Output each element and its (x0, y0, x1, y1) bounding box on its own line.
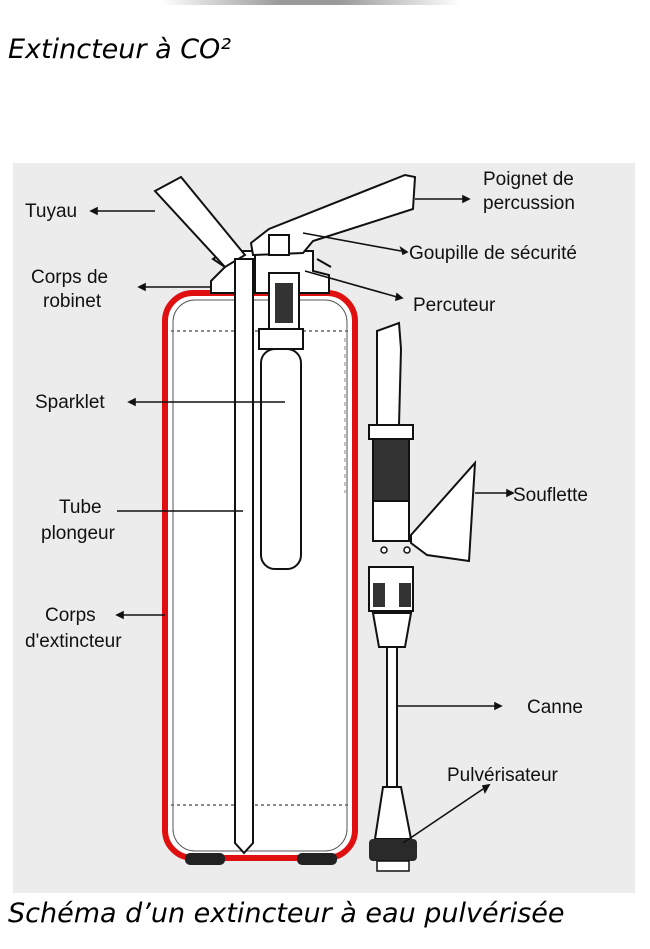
label-soufflette: Souflette (513, 485, 588, 506)
label-pulverisateur: Pulvérisateur (447, 765, 559, 786)
label-poignet-2: percussion (483, 193, 575, 214)
hose (153, 175, 247, 269)
sparklet-cartridge (258, 328, 304, 570)
label-tube-plongeur-1: Tube (59, 497, 102, 518)
label-sparklet: Sparklet (35, 392, 105, 413)
label-tube-plongeur-2: plongeur (41, 523, 116, 544)
label-corps-extincteur-1: Corps (45, 605, 96, 626)
lance-assembly (368, 321, 477, 872)
dip-tube (234, 258, 254, 855)
label-poignet-1: Poignet de (483, 169, 574, 190)
label-canne: Canne (527, 697, 583, 718)
safety-pin (268, 234, 290, 256)
leader-lines (89, 194, 515, 844)
page-heading: Extincteur à CO² (8, 34, 232, 65)
extinguisher-diagram: Tuyau Corps de robinet Sparklet Tube plo… (13, 163, 635, 893)
label-corps-robinet-1: Corps de (31, 267, 108, 288)
figure-caption: Schéma d’un extincteur à eau pulvérisée (8, 898, 565, 929)
label-percuteur: Percuteur (413, 295, 496, 316)
label-goupille: Goupille de sécurité (409, 243, 577, 264)
label-corps-robinet-2: robinet (43, 291, 102, 312)
top-divider (160, 0, 460, 5)
sprayer-nozzle (369, 839, 417, 861)
label-tuyau: Tuyau (25, 201, 77, 222)
striker (268, 272, 300, 330)
label-corps-extincteur-2: d'extincteur (25, 631, 122, 652)
